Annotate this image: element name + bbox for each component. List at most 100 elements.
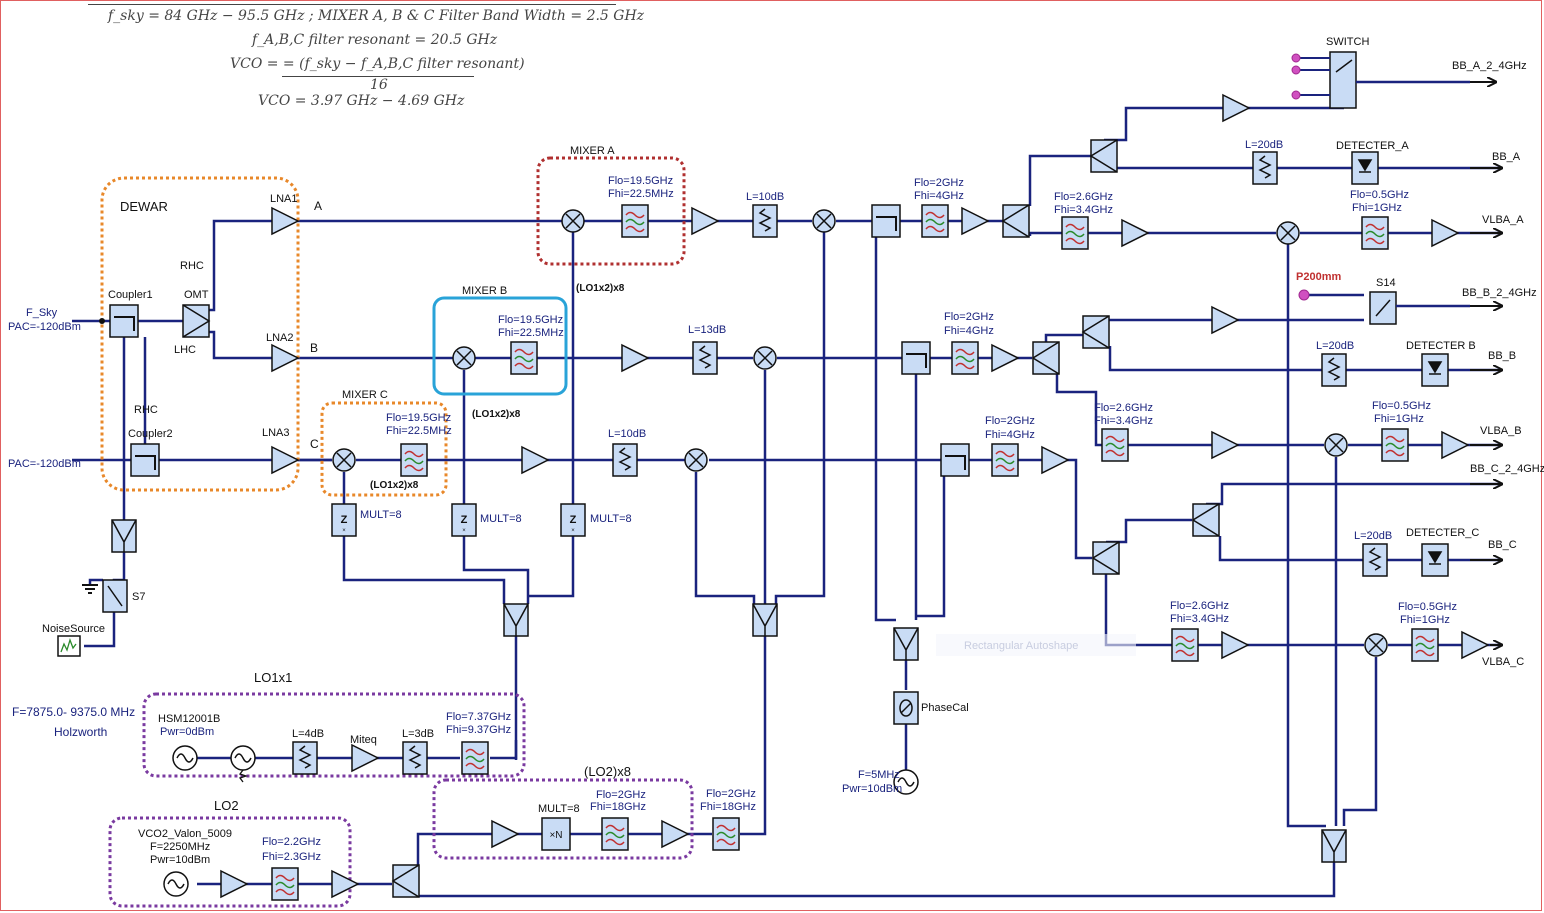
lna3-amplifier[interactable] — [271, 446, 299, 474]
if-amp2-b[interactable] — [991, 344, 1019, 372]
holzworth-oscillator[interactable] — [230, 745, 256, 783]
label-if-a-flo: Flo=2GHz — [914, 177, 964, 189]
label-bb-b: BB_B — [1488, 350, 1516, 362]
lo2x8-filter2[interactable] — [712, 817, 740, 851]
lo2x8-amp2[interactable] — [661, 820, 689, 848]
mixer-b[interactable] — [452, 346, 476, 370]
bpf26-a[interactable] — [1061, 216, 1089, 250]
label-bpf26-c-fhi: Fhi=3.4GHz — [1170, 613, 1229, 625]
vlba-amp-a[interactable] — [1121, 219, 1149, 247]
lo1-filter[interactable] — [461, 741, 489, 775]
bpf05-b[interactable] — [1381, 428, 1409, 462]
ghost-shape — [936, 634, 1136, 656]
if-amp-b[interactable] — [621, 344, 649, 372]
splitter-a1[interactable] — [1002, 204, 1030, 238]
label-lo2x8-fhi2: Fhi=18GHz — [700, 801, 756, 813]
if-mixer-a[interactable] — [812, 209, 836, 233]
atten-4db[interactable] — [292, 741, 318, 775]
det-atten-b[interactable] — [1321, 353, 1347, 387]
coupler1[interactable] — [109, 304, 139, 338]
coupler-b[interactable] — [901, 341, 931, 375]
label-bb-c-24: BB_C_2_4GHz — [1470, 463, 1544, 475]
vlba-mixer-b[interactable] — [1324, 433, 1348, 457]
coupler2[interactable] — [130, 443, 160, 477]
bb-amp-a[interactable] — [1222, 94, 1250, 122]
lo2-amp2[interactable] — [331, 870, 359, 898]
lo1-splitter[interactable] — [503, 603, 529, 637]
bb-amp-b[interactable] — [1211, 306, 1239, 334]
if-mixer-c[interactable] — [684, 448, 708, 472]
vlba-out-amp-c[interactable] — [1461, 631, 1489, 659]
atten-c[interactable] — [612, 443, 638, 477]
lo2x8-filter1[interactable] — [601, 817, 629, 851]
det-atten-c[interactable] — [1362, 543, 1388, 577]
detector-c[interactable] — [1421, 543, 1449, 577]
bpf05-a[interactable] — [1361, 216, 1389, 250]
vlba-out-amp-b[interactable] — [1441, 431, 1469, 459]
phasecal-splitter[interactable] — [893, 627, 919, 661]
if-filter-a[interactable] — [921, 204, 949, 238]
lo2-splitter[interactable] — [752, 603, 778, 637]
lo2-multiplier[interactable]: ×N — [541, 817, 571, 851]
hsm-source[interactable] — [172, 745, 198, 771]
if-amp2-c[interactable] — [1041, 446, 1069, 474]
lna1-amplifier[interactable] — [271, 207, 299, 235]
bpf26-b[interactable] — [1101, 428, 1129, 462]
atten-3db[interactable] — [402, 741, 428, 775]
splitter-b1[interactable] — [1032, 341, 1060, 375]
detector-a[interactable] — [1351, 151, 1379, 185]
lo2-split[interactable] — [392, 864, 420, 898]
miteq-amp[interactable] — [351, 744, 379, 772]
mult-c[interactable] — [331, 503, 357, 537]
splitter-s7[interactable] — [111, 519, 137, 553]
vlba-mixer-c[interactable] — [1364, 633, 1388, 657]
det-atten-a[interactable] — [1252, 151, 1278, 185]
phasecal-block[interactable] — [893, 691, 919, 725]
bpf05-c[interactable] — [1411, 628, 1439, 662]
if-amp-a[interactable] — [691, 207, 719, 235]
lna2-amplifier[interactable] — [271, 344, 299, 372]
if-amp2-a[interactable] — [961, 207, 989, 235]
splitter-b2[interactable] — [1082, 315, 1110, 349]
switch-s14[interactable] — [1369, 291, 1470, 325]
bpf26-c[interactable] — [1171, 628, 1199, 662]
mixer-c[interactable] — [332, 448, 356, 472]
lo2x8-amp1[interactable] — [491, 820, 519, 848]
atten-b[interactable] — [692, 341, 718, 375]
vlba-amp-c[interactable] — [1221, 631, 1249, 659]
detector-b[interactable] — [1421, 353, 1449, 387]
noise-source-icon[interactable] — [57, 635, 81, 657]
if-filter-b[interactable] — [951, 341, 979, 375]
splitter-a2[interactable] — [1090, 139, 1118, 173]
lo2-filter[interactable] — [271, 867, 299, 901]
vlba-out-amp-a[interactable] — [1431, 219, 1459, 247]
splitter-c2[interactable] — [1192, 503, 1220, 537]
mixer-a[interactable] — [561, 209, 585, 233]
coupler-c[interactable] — [940, 443, 970, 477]
mixer-c-filter[interactable] — [400, 443, 428, 477]
mixer-b-filter[interactable] — [510, 341, 538, 375]
coupler-a[interactable] — [871, 204, 901, 238]
label-bpf05-b-flo: Flo=0.5GHz — [1372, 400, 1431, 412]
vco-source[interactable] — [163, 871, 189, 897]
mixer-a-filter[interactable] — [621, 204, 649, 238]
vlba-amp-b[interactable] — [1211, 431, 1239, 459]
switch-s7[interactable] — [102, 579, 128, 613]
if-mixer-b[interactable] — [753, 346, 777, 370]
mult-a[interactable] — [560, 503, 586, 537]
vlba-mixer-a[interactable] — [1276, 221, 1300, 245]
label-if-b-fhi: Fhi=4GHz — [944, 325, 994, 337]
if-filter-c[interactable] — [991, 443, 1019, 477]
vlba-lo-splitter[interactable] — [1321, 829, 1347, 863]
mult-b[interactable] — [451, 503, 477, 537]
if-amp-c[interactable] — [521, 446, 549, 474]
splitter-c1[interactable] — [1092, 541, 1120, 575]
dewar-box — [100, 176, 300, 492]
label-vlba-a: VLBA_A — [1482, 214, 1524, 226]
switch-bb-a[interactable] — [1300, 51, 1470, 109]
label-lna1: LNA1 — [270, 193, 298, 205]
lo2-amp1[interactable] — [220, 870, 248, 898]
equation-fres: f_A,B,C filter resonant = 20.5 GHz — [252, 32, 498, 48]
omt[interactable] — [182, 304, 211, 338]
atten-a[interactable] — [752, 204, 778, 238]
